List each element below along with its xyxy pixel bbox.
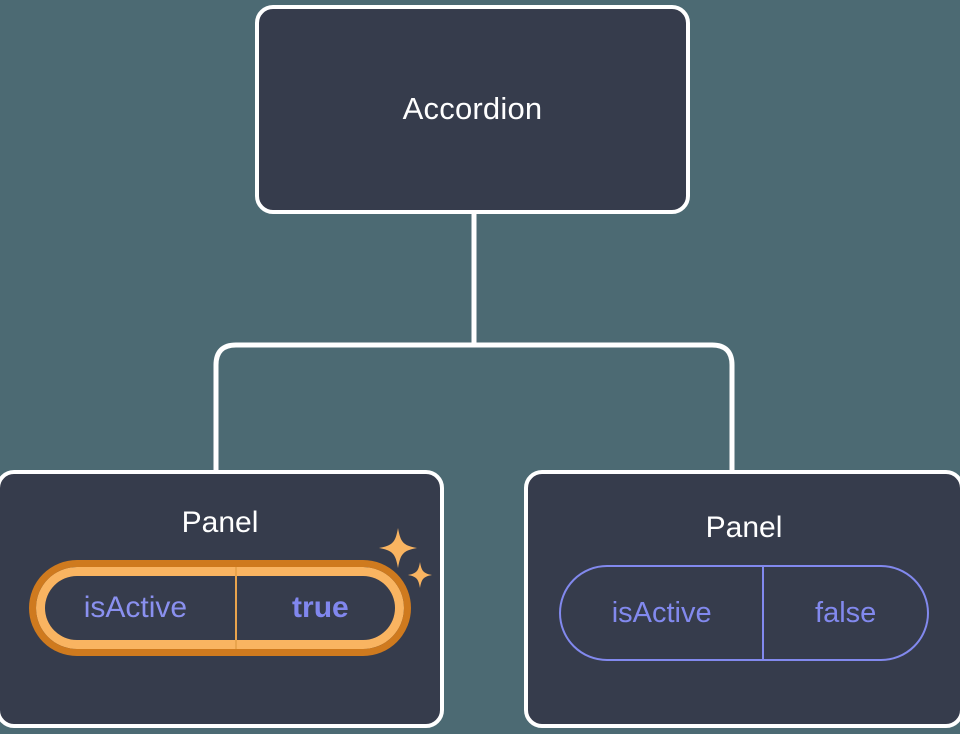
connector-branch [213,342,735,470]
node-accordion[interactable]: Accordion [255,5,690,214]
node-panel-2-title: Panel [705,511,783,544]
panel-1-prop-wrap: isActive true [0,528,440,656]
node-accordion-title: Accordion [402,91,543,127]
panel-2-prop-wrap: isActive false [528,565,960,661]
node-panel-1-title: Panel [181,506,259,539]
prop-key: isActive [83,591,188,624]
prop-pill-isactive-true[interactable]: isActive true [29,560,411,656]
prop-pill-isactive-false[interactable]: isActive false [559,565,929,661]
prop-value: true [234,567,404,649]
prop-key: isActive [611,596,712,629]
prop-value: false [762,567,927,659]
node-panel-1[interactable]: Panel isActive true [0,470,444,728]
node-panel-2[interactable]: Panel isActive false [524,470,960,728]
